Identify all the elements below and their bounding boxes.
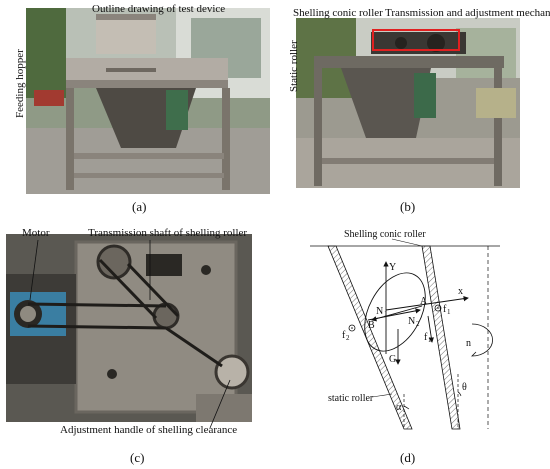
force-f1p-arrow: [427, 315, 434, 343]
label-a: A: [420, 296, 428, 307]
panel-d-label: (d): [400, 450, 416, 465]
x-axis: [385, 295, 469, 311]
panel-b-photo: [296, 18, 520, 188]
f1-dot-symbol: [434, 304, 442, 312]
callout-transmission-mechanism: Transmission and adjustment mechanism: [385, 7, 550, 19]
panel-c-photo: [6, 234, 252, 422]
label-f1-sub: 1: [447, 308, 451, 316]
label-f2-sub: 2: [346, 334, 350, 342]
panel-a-label: (a): [132, 199, 147, 214]
conic-roller-strip: [421, 245, 461, 430]
peanut-ellipse: [364, 272, 426, 352]
callout-motor: Motor: [22, 227, 50, 239]
static-roller-strip: [327, 245, 413, 430]
leader-static: [371, 393, 393, 398]
label-f1: f: [443, 304, 447, 315]
label-g: G: [389, 354, 396, 365]
label-theta: θ: [462, 382, 467, 393]
label-alpha: α: [396, 402, 402, 413]
f2-dot-symbol: [348, 324, 356, 332]
callout-adjustment-handle: Adjustment handle of shelling clearance: [60, 424, 238, 436]
label-n1-sub: 1: [384, 310, 388, 318]
label-x: x: [458, 286, 463, 297]
label-f1-prime: f: [424, 332, 428, 343]
callout-shelling-conic-roller: Shelling conic roller: [293, 7, 383, 19]
alpha-arc: [403, 405, 410, 410]
label-y: Y: [389, 262, 396, 273]
label-f1-prime-sub: 1: [428, 336, 432, 344]
callout-outline-drawing: Outline drawing of test device: [92, 3, 226, 15]
label-f2: f: [342, 330, 346, 341]
label-n2-sub: 2: [416, 320, 420, 328]
callout-feeding-hopper: Feeding hopper: [14, 49, 26, 118]
panel-b-label: (b): [400, 199, 416, 214]
label-n-rotation: n: [466, 338, 471, 349]
label-n2: N: [408, 316, 415, 327]
rotation-arc-n: [471, 323, 493, 357]
label-static-roller: static roller: [328, 393, 374, 404]
panel-a-photo: [26, 8, 270, 194]
highlight-box-transmission: [372, 29, 460, 51]
label-b: B: [368, 320, 375, 331]
callout-static-roller: Static roller: [288, 40, 300, 92]
label-n1: N: [376, 306, 383, 317]
panel-d-diagram: Shelling conic roller static roller Y x …: [300, 224, 550, 469]
panel-c-label: (c): [130, 450, 145, 465]
force-n2-arrow: [367, 308, 421, 321]
leader-conic: [391, 238, 423, 247]
callout-transmission-shaft: Transmission shaft of shelling roller: [88, 227, 248, 239]
label-conic-roller: Shelling conic roller: [344, 229, 426, 240]
theta-arc: [457, 391, 462, 397]
